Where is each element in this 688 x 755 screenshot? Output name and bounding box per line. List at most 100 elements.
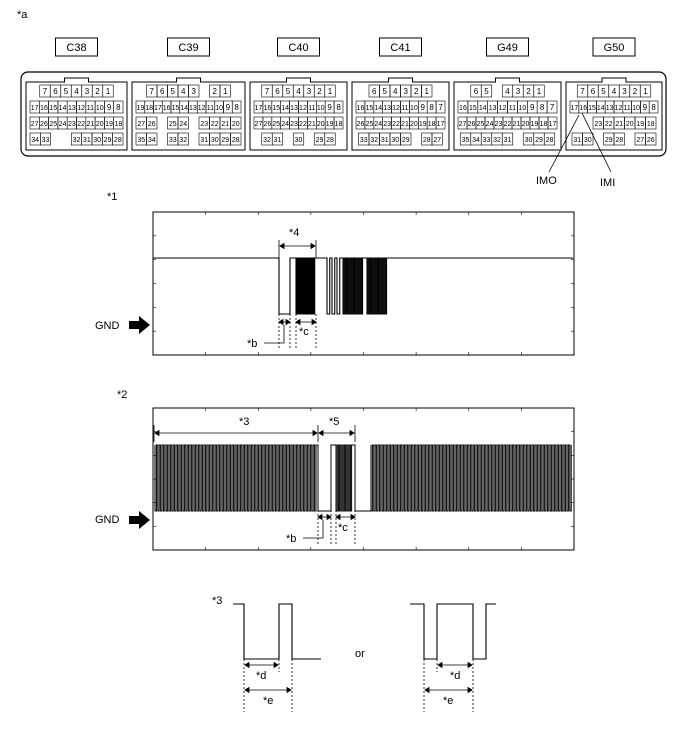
pin-number: 17 xyxy=(571,105,579,112)
pin-number: 22 xyxy=(299,121,307,128)
pin-number: 33 xyxy=(483,137,491,144)
pin-number: 24 xyxy=(179,121,187,128)
pin-number: 28 xyxy=(546,137,554,144)
pin-number: 1 xyxy=(643,87,648,96)
label-ref-c-2: *c xyxy=(338,522,348,534)
pin-number: 14 xyxy=(597,105,605,112)
pin-number: 6 xyxy=(474,87,479,96)
connector-outline xyxy=(20,71,667,157)
pin-number: 16 xyxy=(459,105,467,112)
connector-label: C38 xyxy=(66,42,86,54)
label-ref-d-right: *d xyxy=(450,670,460,682)
pin-number: 9 xyxy=(226,103,231,112)
pin-number: 11 xyxy=(509,105,516,112)
connector-label: C39 xyxy=(178,42,198,54)
pin-number: 9 xyxy=(643,103,648,112)
pin-number: 31 xyxy=(83,137,91,144)
pin-number: 23 xyxy=(200,121,208,128)
pin-number: 20 xyxy=(96,121,104,128)
pin-number: 24 xyxy=(59,121,67,128)
pin-number: 20 xyxy=(232,121,240,128)
pin-number: 12 xyxy=(615,105,623,112)
pin-number: 19 xyxy=(531,121,539,128)
pin-number: 12 xyxy=(499,105,507,112)
pin-number: 18 xyxy=(647,121,655,128)
pin-number: 19 xyxy=(419,121,427,128)
pin-number: 23 xyxy=(594,121,602,128)
pin-number: 16 xyxy=(40,105,48,112)
pin-number: 4 xyxy=(74,87,79,96)
label-ref-d-left: *d xyxy=(256,670,266,682)
pin-number: 10 xyxy=(410,105,418,112)
pin-number: 4 xyxy=(505,87,510,96)
pin-number: 26 xyxy=(357,121,365,128)
pin-number: 23 xyxy=(383,121,391,128)
pin-number: 35 xyxy=(462,137,470,144)
pin-number: 10 xyxy=(317,105,325,112)
pin-number: 32 xyxy=(370,137,378,144)
pin-number: 34 xyxy=(472,137,480,144)
pin-number: 32 xyxy=(179,137,187,144)
pin-number: 11 xyxy=(207,105,214,112)
pin-number: 8 xyxy=(429,103,434,112)
pin-number: 22 xyxy=(77,121,85,128)
pin-number: 3 xyxy=(404,87,409,96)
pin-number: 4 xyxy=(393,87,398,96)
pin-number: 9 xyxy=(107,103,112,112)
pin-number: 7 xyxy=(150,87,155,96)
pin-number: 12 xyxy=(392,105,400,112)
pin-number: 16 xyxy=(163,105,171,112)
pin-number: 34 xyxy=(148,137,156,144)
pin-number: 24 xyxy=(281,121,289,128)
dim-bc-1 xyxy=(264,314,317,350)
pin-number: 32 xyxy=(493,137,501,144)
pin-number: 5 xyxy=(601,87,606,96)
pin-number: 7 xyxy=(550,103,555,112)
pin-number: 27 xyxy=(31,121,39,128)
pin-number: 11 xyxy=(308,105,315,112)
pin-number: 31 xyxy=(504,137,512,144)
pin-number: 14 xyxy=(479,105,487,112)
label-imi: IMI xyxy=(600,177,615,189)
pin-number: 31 xyxy=(200,137,208,144)
pin-number: 23 xyxy=(68,121,76,128)
pin-number: 25 xyxy=(477,121,485,128)
pin-number: 15 xyxy=(171,105,179,112)
pin-number: 12 xyxy=(299,105,307,112)
pin-number: 5 xyxy=(484,87,489,96)
pin-number: 15 xyxy=(365,105,373,112)
pin-number: 14 xyxy=(180,105,188,112)
pin-number: 13 xyxy=(290,105,298,112)
pin-number: 22 xyxy=(211,121,219,128)
pin-number: 31 xyxy=(381,137,389,144)
pin-number: 2 xyxy=(414,87,419,96)
pin-number: 7 xyxy=(43,87,48,96)
pin-number: 11 xyxy=(401,105,408,112)
pin-number: 8 xyxy=(651,103,656,112)
pin-number: 10 xyxy=(632,105,640,112)
pin-number: 29 xyxy=(316,137,324,144)
pin-number: 30 xyxy=(93,137,101,144)
pin-number: 6 xyxy=(53,87,58,96)
pin-number: 14 xyxy=(59,105,67,112)
pin-number: 2 xyxy=(213,87,218,96)
pin-number: 10 xyxy=(215,105,223,112)
pin-number: 22 xyxy=(504,121,512,128)
pin-number: 17 xyxy=(255,105,263,112)
pin-number: 34 xyxy=(31,137,39,144)
pin-number: 20 xyxy=(626,121,634,128)
pin-number: 24 xyxy=(486,121,494,128)
pin-number: 1 xyxy=(537,87,542,96)
label-section-2: *2 xyxy=(117,389,127,401)
pin-number: 15 xyxy=(272,105,280,112)
pin-number: 3 xyxy=(516,87,521,96)
pin-number: 9 xyxy=(327,103,332,112)
connector-label: G49 xyxy=(497,42,518,54)
pin-number: 20 xyxy=(410,121,418,128)
pin-number: 16 xyxy=(579,105,587,112)
pin-number: 26 xyxy=(263,121,271,128)
pin-number: 10 xyxy=(96,105,104,112)
pin-number: 3 xyxy=(85,87,90,96)
pin-number: 1 xyxy=(106,87,111,96)
